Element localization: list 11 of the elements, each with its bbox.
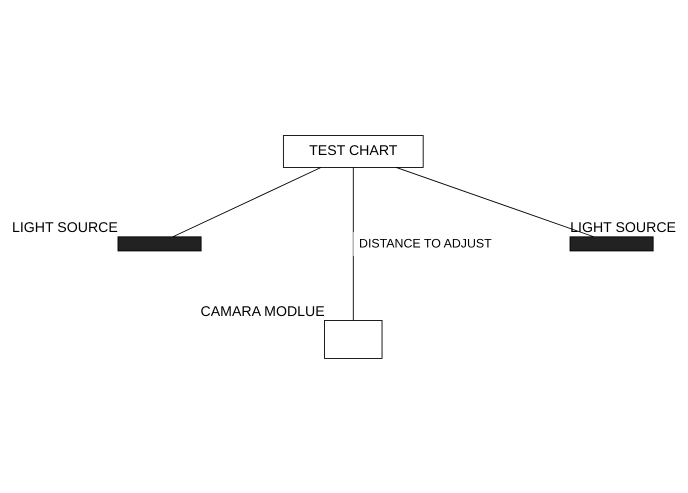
connector xyxy=(396,166,594,237)
node-bar xyxy=(118,236,202,251)
edge-label: DISTANCE TO ADJUST xyxy=(359,236,492,250)
node-bar xyxy=(570,236,654,251)
node-box xyxy=(324,319,382,358)
node-label: LIGHT SOURCE xyxy=(570,218,676,235)
node-label: LIGHT SOURCE xyxy=(12,218,118,235)
connector xyxy=(352,166,354,320)
node-label: CAMARA MODLUE xyxy=(200,302,325,318)
node-box: TEST CHART xyxy=(282,134,424,168)
connector xyxy=(172,166,322,237)
